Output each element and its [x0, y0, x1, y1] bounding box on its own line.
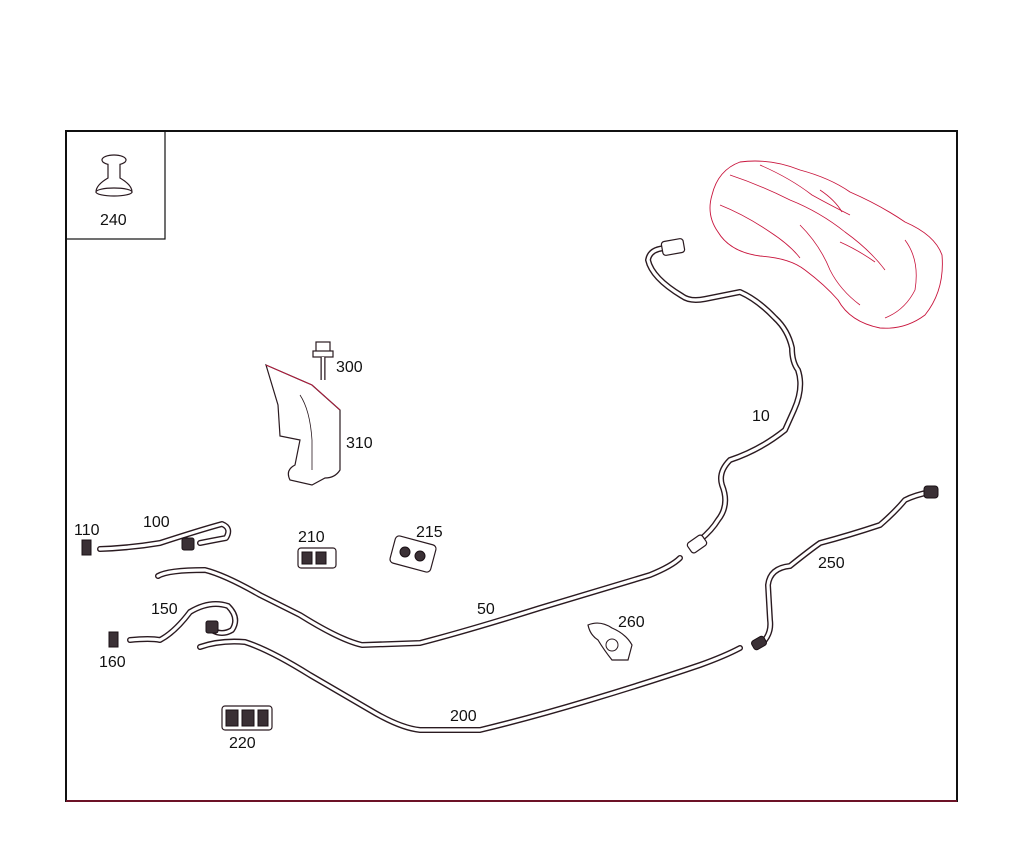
label-150: 150 [151, 601, 178, 618]
label-10: 10 [752, 408, 770, 425]
label-160: 160 [99, 654, 126, 671]
label-110: 110 [74, 522, 100, 539]
fuel-line-250[interactable] [750, 485, 939, 651]
hose-100[interactable] [97, 521, 232, 552]
part-215-clip[interactable] [389, 535, 437, 573]
label-200: 200 [450, 708, 477, 725]
label-100: 100 [143, 514, 170, 531]
part-220-clip[interactable] [221, 705, 273, 731]
label-50: 50 [477, 601, 495, 618]
fuel-line-10[interactable] [645, 238, 804, 554]
label-215: 215 [416, 524, 443, 541]
label-300: 300 [336, 359, 363, 376]
part-240-pin[interactable] [95, 154, 133, 197]
part-300-bolt[interactable] [312, 341, 334, 380]
label-210: 210 [298, 529, 325, 546]
part-260-clip[interactable] [587, 622, 633, 661]
label-260: 260 [618, 614, 645, 631]
part-310-shield[interactable] [265, 363, 341, 486]
label-240: 240 [100, 212, 127, 229]
hose-150[interactable] [127, 601, 239, 643]
fuel-tank [709, 160, 943, 329]
label-250: 250 [818, 555, 845, 572]
label-310: 310 [346, 435, 373, 452]
part-110-clip[interactable] [81, 539, 92, 556]
inset-box-240 [65, 130, 166, 240]
label-220: 220 [229, 735, 256, 752]
fuel-line-200[interactable] [197, 638, 743, 733]
fuel-line-50[interactable] [155, 555, 683, 648]
part-160-clip[interactable] [108, 631, 119, 648]
part-210-clip[interactable] [297, 547, 337, 569]
